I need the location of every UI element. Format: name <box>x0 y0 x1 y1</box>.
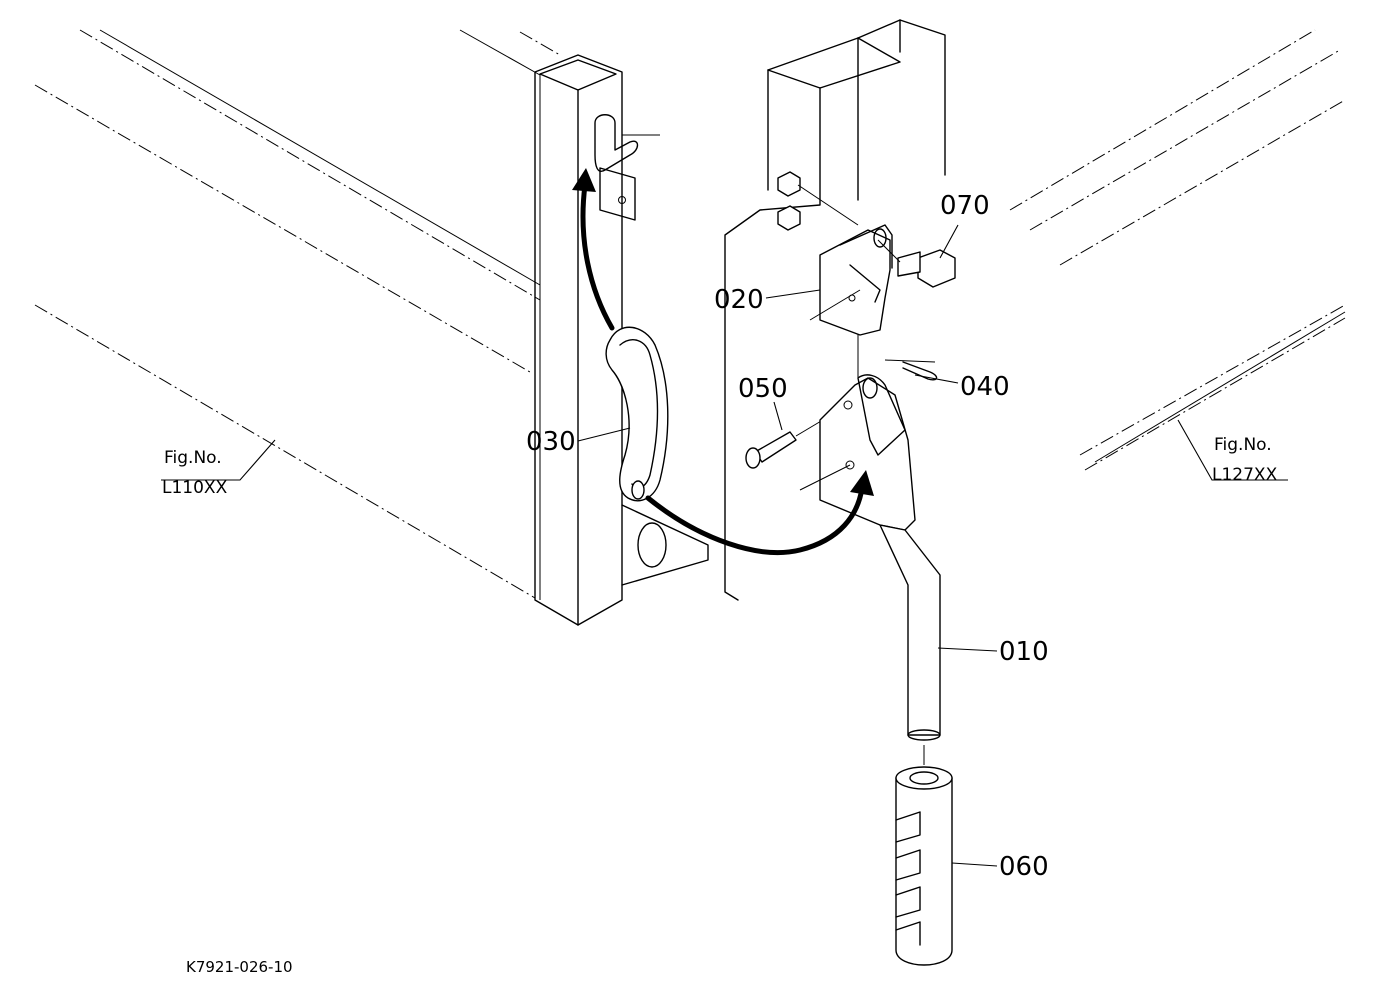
figref-left-line1: Fig.No. <box>164 448 222 468</box>
callout-070: 070 <box>940 191 990 221</box>
center-post <box>724 19 946 601</box>
drawing-id: K7921-026-10 <box>186 958 293 976</box>
callout-labels: 010 020 030 040 050 060 070 <box>526 191 1049 882</box>
callout-020: 020 <box>714 285 764 315</box>
lever-010 <box>799 374 941 741</box>
latch-030 <box>605 326 669 502</box>
leader-lines <box>161 224 1288 867</box>
arrow-head-up <box>572 168 596 192</box>
figref-right-line1: Fig.No. <box>1214 435 1272 455</box>
arrow-head-right <box>850 470 874 496</box>
callout-060: 060 <box>999 852 1049 882</box>
left-frame <box>34 29 709 626</box>
grip-060 <box>895 745 953 966</box>
bolt-070 <box>877 239 956 288</box>
figure-reference-right: Fig.No. L127XX <box>1212 435 1278 485</box>
pin-040 <box>884 359 938 381</box>
right-frame <box>1009 29 1346 471</box>
figref-left-line2: L110XX <box>162 478 228 498</box>
callout-030: 030 <box>526 427 576 457</box>
callout-040: 040 <box>960 372 1010 402</box>
callout-010: 010 <box>999 637 1049 667</box>
motion-arrows <box>572 168 874 555</box>
callout-050: 050 <box>738 374 788 404</box>
figure-reference-left: Fig.No. L110XX <box>162 448 228 498</box>
bracket-020 <box>809 224 893 336</box>
figref-right-line2: L127XX <box>1212 465 1278 485</box>
